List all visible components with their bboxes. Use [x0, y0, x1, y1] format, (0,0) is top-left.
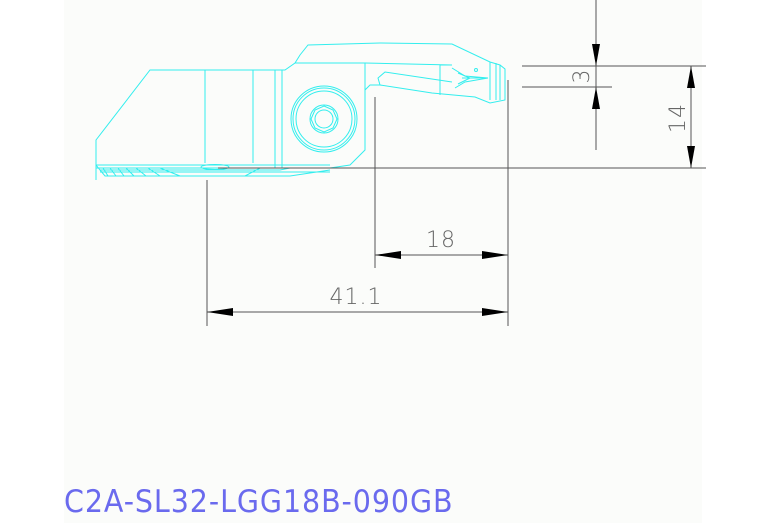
dimension-overall-length: 41.1 [330, 285, 383, 310]
dimension-arrows [207, 44, 695, 316]
tool-holder-outline [95, 42, 506, 180]
dimension-labels: 3 14 18 41.1 [330, 69, 691, 311]
part-code-label: C2A-SL32-LGG18B-090GB [64, 484, 454, 520]
dimension-groove-width: 3 [570, 69, 595, 84]
dimension-depth-height: 14 [666, 103, 691, 133]
dimension-max-groove-depth: 18 [426, 228, 456, 253]
